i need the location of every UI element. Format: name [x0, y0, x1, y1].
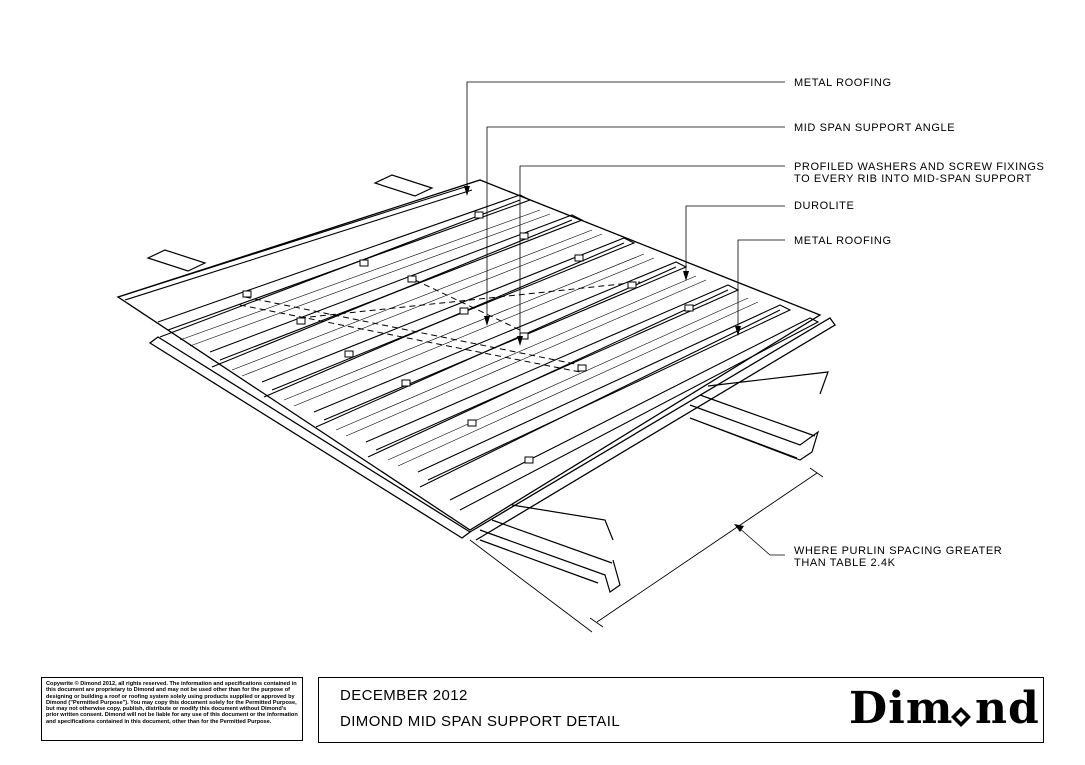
dimension-line — [469, 467, 824, 633]
drawing-title: DIMOND MID SPAN SUPPORT DETAIL — [340, 713, 621, 730]
logo-diamond-icon — [951, 707, 971, 727]
copyright-notice: Copywrite © Dimond 2012, all rights rese… — [41, 677, 303, 741]
callout-metal-roofing-top: METAL ROOFING — [794, 77, 892, 89]
callout-purlin-spacing: WHERE PURLIN SPACING GREATER THAN TABLE … — [794, 545, 1003, 569]
copyright-text: Copywrite © Dimond 2012, all rights rese… — [46, 681, 298, 725]
logo-text-left: Dim — [849, 683, 954, 734]
purlin-front — [479, 504, 621, 593]
callout-durolite: DUROLITE — [794, 200, 855, 212]
callout-mid-span-support-angle: MID SPAN SUPPORT ANGLE — [794, 122, 956, 134]
purlin-mid — [689, 371, 829, 461]
leader-lines — [466, 81, 785, 556]
drawing-date: DECEMBER 2012 — [340, 687, 468, 704]
callout-metal-roofing-bottom: METAL ROOFING — [794, 235, 892, 247]
roof-ribs — [117, 185, 820, 511]
purlin-rear — [146, 174, 434, 272]
callout-profiled-washers: PROFILED WASHERS AND SCREW FIXINGS TO EV… — [794, 161, 1045, 185]
title-block: DECEMBER 2012 DIMOND MID SPAN SUPPORT DE… — [318, 677, 1044, 743]
pan-lines — [179, 209, 759, 467]
screw-fixings — [242, 211, 694, 464]
mid-span-support — [239, 279, 641, 373]
roof-sheet — [116, 179, 836, 541]
logo-text-right: nd — [975, 683, 1040, 734]
dimond-logo: Dim nd — [849, 682, 1039, 736]
leader-arrows — [464, 186, 744, 532]
